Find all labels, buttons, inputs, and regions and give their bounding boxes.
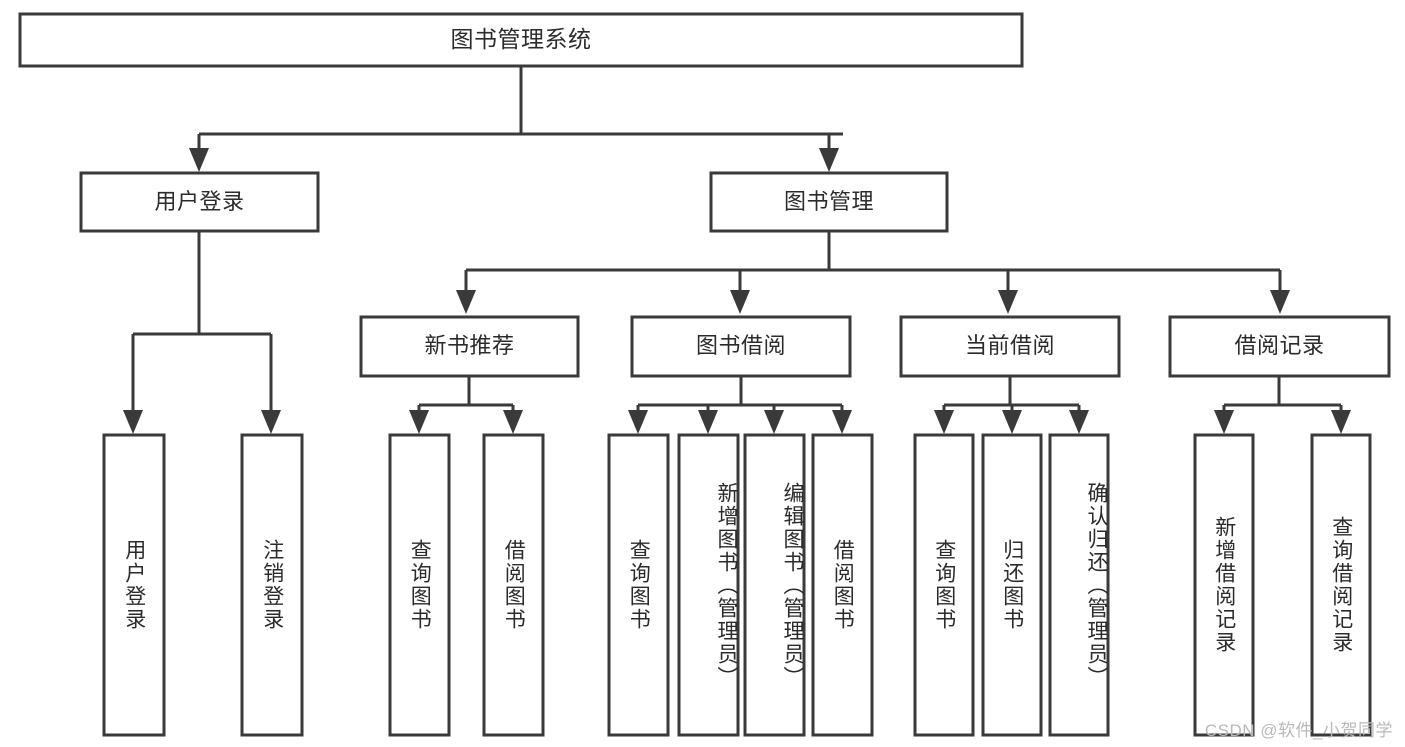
node-box-leaf-user-login-0[interactable] xyxy=(102,433,166,737)
node-box-leaf-current-borrow-0[interactable] xyxy=(913,433,975,737)
node-box-new-book-recommend[interactable] xyxy=(359,315,580,378)
node-box-leaf-book-borrow-2[interactable] xyxy=(743,433,806,737)
watermark: CSDN @软件_小贺同学 xyxy=(1204,721,1393,740)
connector-root-to-user-login xyxy=(189,134,209,172)
node-box-book-borrow[interactable] xyxy=(630,315,852,378)
connector-borrow-record-bus xyxy=(1214,376,1351,434)
node-box-leaf-current-borrow-2[interactable] xyxy=(1048,433,1110,737)
connector-root-bus xyxy=(199,66,843,136)
connector-book-manage-bus xyxy=(456,231,1290,314)
node-box-leaf-new-book-0[interactable] xyxy=(388,433,451,737)
node-box-leaf-borrow-record-1[interactable] xyxy=(1310,433,1372,737)
node-box-leaf-user-login-1[interactable] xyxy=(240,433,304,737)
connector-new-book-bus xyxy=(409,376,523,434)
connector-current-borrow-bus xyxy=(934,376,1089,434)
connector-book-borrow-bus xyxy=(628,376,852,434)
node-box-book-manage[interactable] xyxy=(709,171,949,233)
node-box-leaf-book-borrow-1[interactable] xyxy=(677,433,740,737)
node-box-leaf-borrow-record-0[interactable] xyxy=(1193,433,1255,737)
node-box-leaf-book-borrow-0[interactable] xyxy=(607,433,670,737)
connector-root-to-book-manage xyxy=(819,134,839,172)
node-box-borrow-record[interactable] xyxy=(1168,315,1391,378)
node-box-current-borrow[interactable] xyxy=(899,315,1121,378)
node-box-leaf-new-book-1[interactable] xyxy=(482,433,545,737)
node-box-leaf-book-borrow-3[interactable] xyxy=(811,433,874,737)
node-box-leaf-current-borrow-1[interactable] xyxy=(981,433,1043,737)
connector-user-login-bus xyxy=(123,231,281,434)
node-box-root[interactable] xyxy=(18,12,1024,68)
node-box-user-login[interactable] xyxy=(79,171,320,233)
